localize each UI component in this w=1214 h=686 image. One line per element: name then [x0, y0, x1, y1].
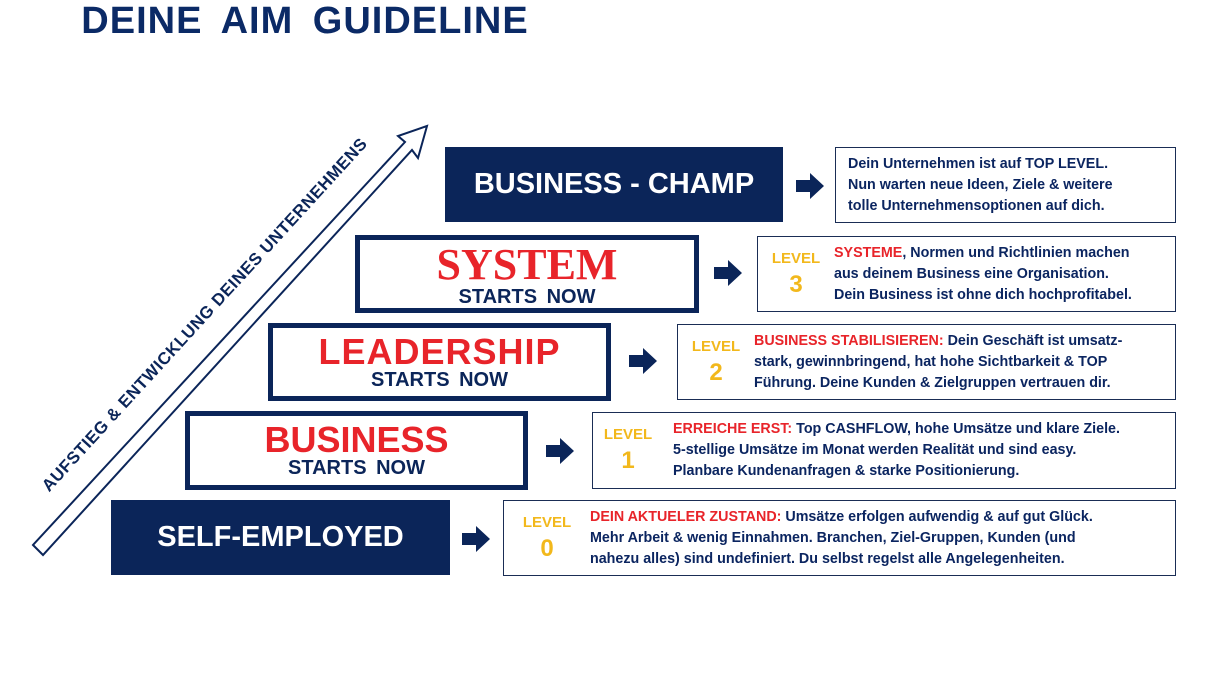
stage-label: LEADERSHIP	[318, 330, 561, 372]
stage-self-employed: SELF-EMPLOYED	[111, 500, 450, 575]
level-word: LEVEL	[691, 337, 741, 355]
desc-highlight: BUSINESS STABILISIEREN:	[754, 332, 944, 349]
arrow-right-icon	[462, 526, 490, 552]
desc-highlight: DEIN AKTUELER ZUSTAND:	[590, 508, 782, 525]
stage-label: BUSINESS - CHAMP	[473, 168, 755, 200]
stage-business: BUSINESS STARTS NOW	[185, 411, 528, 490]
desc-line: stark, gewinnbringend, hat hohe Sichtbar…	[754, 353, 1108, 370]
description-box-level-2: LEVEL 2 BUSINESS STABILISIEREN: Dein Gesc…	[677, 324, 1176, 400]
description-box-level-1: LEVEL 1 ERREICHE ERST: Top CASHFLOW, hohe…	[592, 412, 1176, 489]
desc-line: Top CASHFLOW, hohe Umsätze und klare Zie…	[792, 421, 1120, 437]
stage-sublabel: STARTS NOW	[288, 457, 425, 479]
desc-line: Umsätze erfolgen aufwendig & auf gut Glü…	[781, 508, 1093, 525]
arrow-right-icon	[796, 173, 824, 199]
description-box-level-0: LEVEL 0 DEIN AKTUELER ZUSTAND: Umsätze er…	[503, 500, 1176, 576]
desc-line: aus deinem Business eine Organisation.	[834, 265, 1109, 282]
desc-line: Dein Geschäft ist umsatz-	[943, 332, 1123, 349]
stage-leadership: LEADERSHIP STARTS NOW	[268, 323, 611, 401]
level-word: LEVEL	[522, 513, 572, 531]
stage-sublabel: STARTS NOW	[371, 368, 508, 391]
level-number: 1	[621, 447, 635, 474]
level-word: LEVEL	[603, 426, 653, 443]
desc-highlight: SYSTEME	[834, 244, 903, 261]
desc-line: Führung. Deine Kunden & Zielgruppen vert…	[754, 374, 1111, 391]
level-number: 0	[540, 534, 554, 562]
desc-line: nahezu alles) sind undefiniert. Du selbs…	[590, 550, 1065, 567]
desc-line: Dein Business ist ohne dich hochprofitab…	[834, 286, 1132, 303]
desc-line: , Normen und Richtlinien machen	[902, 244, 1130, 261]
stage-business-champ: BUSINESS - CHAMP	[445, 147, 783, 222]
stage-label: SYSTEM	[436, 239, 618, 289]
arrow-right-icon	[629, 348, 657, 374]
level-number: 2	[709, 358, 723, 386]
desc-line: Dein Unternehmen ist auf TOP LEVEL.	[848, 155, 1109, 172]
stage-label: SELF-EMPLOYED	[157, 521, 404, 553]
desc-line: tolle Unternehmensoptionen auf dich.	[848, 197, 1105, 214]
stage-label: BUSINESS	[264, 419, 449, 460]
arrow-right-icon	[714, 260, 742, 286]
stage-sublabel: STARTS NOW	[458, 285, 596, 308]
desc-line: Planbare Kundenanfragen & starke Positio…	[673, 463, 1020, 479]
desc-line: 5-stellige Umsätze im Monat werden Reali…	[673, 442, 1077, 458]
level-number: 3	[789, 270, 803, 298]
page-title: DEINE AIM GUIDELINE	[81, 0, 529, 42]
desc-line: Mehr Arbeit & wenig Einnahmen. Branchen,…	[590, 529, 1076, 546]
level-word: LEVEL	[771, 249, 821, 267]
description-box-level-3: LEVEL 3 SYSTEME, Normen und Richtlinien m…	[757, 236, 1176, 312]
desc-line: Nun warten neue Ideen, Ziele & weitere	[848, 176, 1113, 193]
stage-system: SYSTEM STARTS NOW	[355, 235, 699, 313]
description-box-champ: Dein Unternehmen ist auf TOP LEVEL. Nun …	[835, 147, 1176, 223]
desc-highlight: ERREICHE ERST:	[673, 421, 793, 437]
growth-arrow-icon	[31, 124, 429, 557]
arrow-right-icon	[546, 438, 574, 464]
